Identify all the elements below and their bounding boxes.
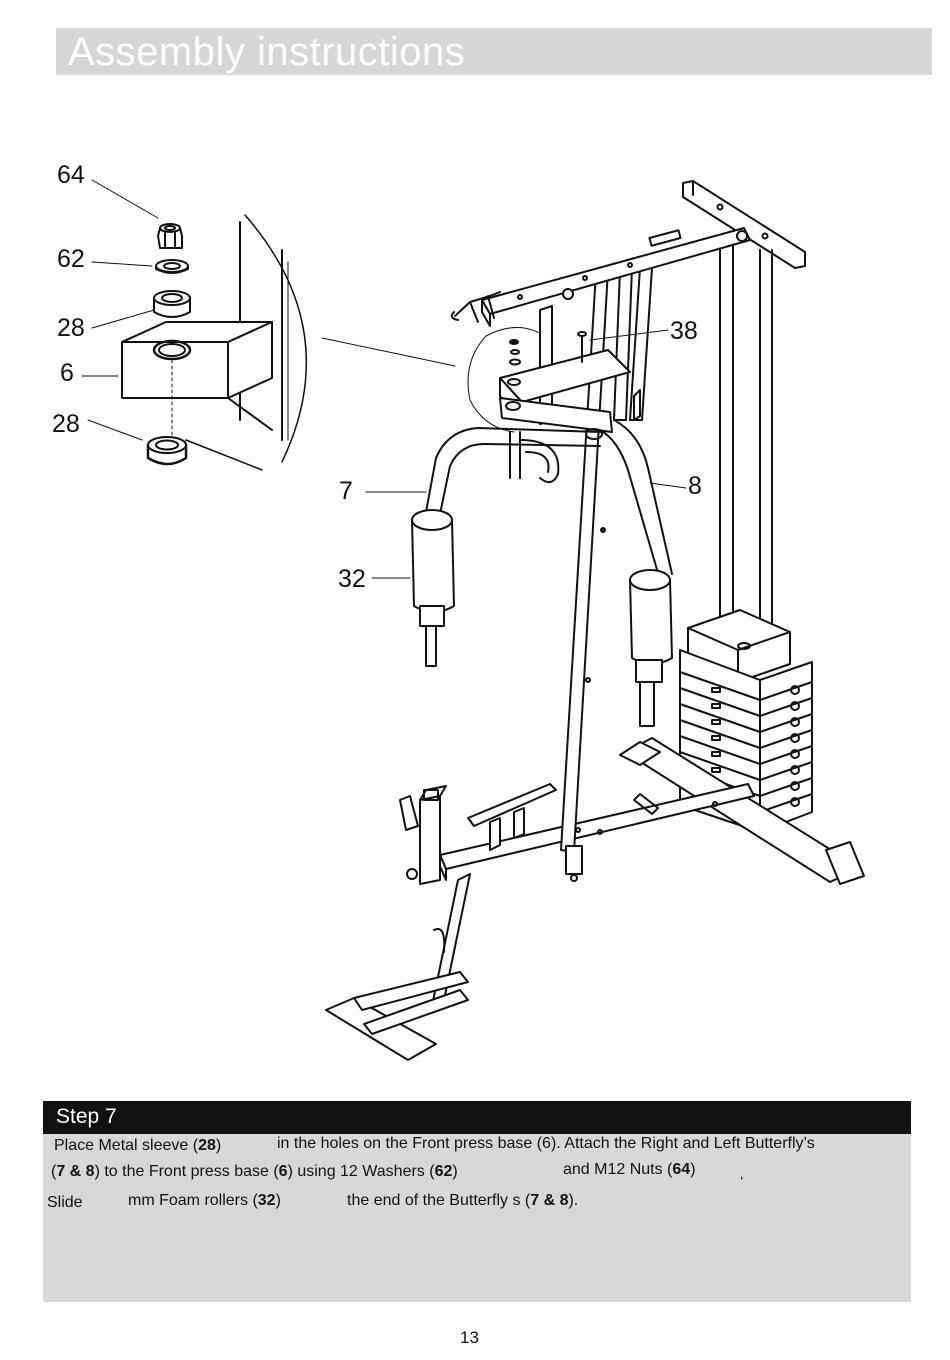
callout-7: 7 — [339, 477, 353, 505]
callout-62: 62 — [57, 245, 85, 273]
sleeve-28-upper — [153, 290, 191, 318]
header-bar: Assembly instructions — [56, 28, 932, 75]
callout-28-lower: 28 — [52, 410, 80, 438]
instruction-line3-a: Slide — [47, 1194, 83, 1211]
assembly-diagram — [81, 179, 865, 1061]
instruction-line2-a: (7 & 8) to the Front press base (6) usin… — [51, 1163, 458, 1180]
page-title: Assembly instructions — [68, 30, 466, 74]
instruction-line1-a: Place Metal sleeve (28) — [54, 1137, 222, 1154]
instruction-line3-b: mm Foam rollers (32) — [128, 1192, 281, 1209]
instruction-line3-c: the end of the Butterfly s (7 & 8). — [347, 1192, 579, 1209]
page-number: 13 — [460, 1328, 479, 1347]
step-title: Step 7 — [56, 1105, 117, 1128]
butterfly-arm-8 — [599, 419, 687, 727]
detail-zoom — [81, 179, 456, 471]
callout-6: 6 — [60, 359, 74, 387]
step-header: Step 7 — [43, 1101, 911, 1134]
nut-64 — [157, 223, 183, 249]
gym-machine — [325, 180, 865, 1061]
washer-62 — [155, 259, 189, 274]
instruction-tick-mark: ˌ — [739, 1163, 745, 1180]
step-instructions: Place Metal sleeve (28) in the holes on … — [43, 1134, 911, 1302]
sleeve-28-lower — [146, 436, 188, 466]
butterfly-arm-7 — [365, 427, 601, 667]
callout-38: 38 — [670, 317, 698, 345]
callout-32: 32 — [338, 565, 366, 593]
callout-64: 64 — [57, 161, 85, 189]
callout-28-upper: 28 — [57, 314, 85, 342]
instruction-line1-b: in the holes on the Front press base (6)… — [277, 1135, 815, 1152]
callout-8: 8 — [688, 472, 702, 500]
instruction-line2-b: and M12 Nuts (64) — [563, 1161, 696, 1178]
